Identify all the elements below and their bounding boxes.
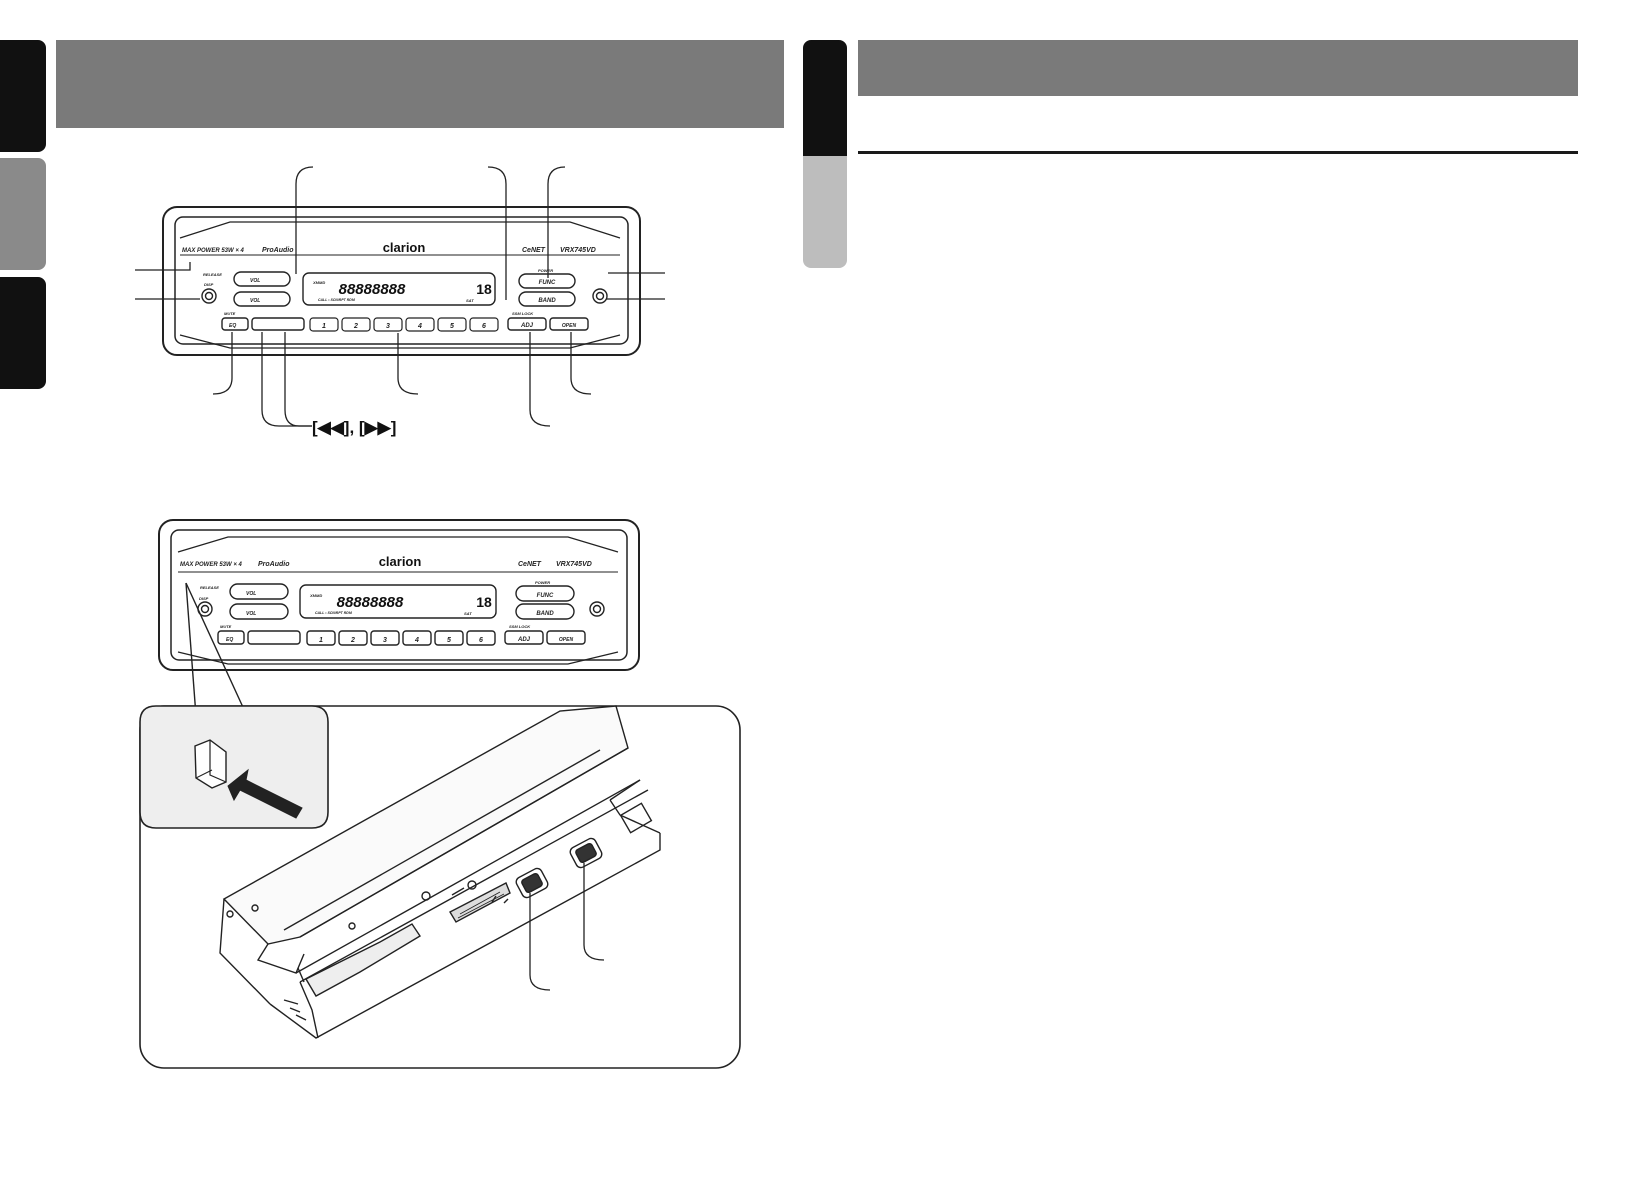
bottom-adj-text: ADJ [517, 637, 531, 643]
release-zoom-connector [185, 582, 248, 717]
top-power-text: POWER [538, 268, 553, 273]
push-arrow-icon [227, 768, 303, 819]
top-power-rating-text: MAX POWER 53W × 4 [182, 248, 245, 254]
top-model-text: VRX745VD [560, 247, 596, 254]
top-preset-6: 6 [482, 323, 486, 330]
top-adj-text: ADJ [520, 323, 534, 329]
bottom-display-sub: SAT [464, 611, 472, 616]
bottom-release-text: RELEASE [200, 585, 219, 590]
bottom-power-rating-text: MAX POWER 53W × 4 [180, 562, 243, 568]
top-preset-5: 5 [450, 323, 454, 330]
section-tab-1[interactable] [0, 40, 46, 152]
bottom-preset-5: 5 [447, 637, 451, 644]
top-series-text: ProAudio [262, 247, 294, 254]
bottom-open-text: OPEN [559, 637, 574, 643]
top-disp-text: DISP [204, 282, 214, 287]
top-vol-plus-text: VOL [250, 278, 260, 284]
faceplate-top-preset-buttons [309, 317, 499, 332]
top-preset-2: 2 [353, 323, 358, 330]
bottom-disp-text: DISP [199, 596, 209, 601]
top-preset-3: 3 [386, 323, 390, 330]
bottom-preset-6: 6 [479, 637, 483, 644]
top-eq-text: EQ [229, 323, 236, 329]
bottom-preset-4: 4 [414, 637, 419, 644]
bottom-power-text: POWER [535, 580, 550, 585]
bottom-display-ctrl: CALL • SCN/RPT RDM [315, 611, 352, 615]
bottom-preset-2: 2 [350, 637, 355, 644]
faceplate-top-body [162, 206, 641, 356]
bottom-func-text: FUNC [537, 593, 554, 599]
bottom-display-digits: 88888888 [337, 594, 404, 611]
faceplate-top-texts: clarion MAX POWER 53W × 4 ProAudio CeNET… [182, 240, 596, 330]
seek-buttons-callout: [◀◀], [▶▶] [312, 418, 397, 437]
faceplate-bottom-body [158, 519, 640, 671]
top-ssm-lock-text: SSM LOCK [512, 311, 534, 316]
top-open-text: OPEN [562, 323, 577, 329]
top-network-text: CeNET [522, 247, 546, 254]
bottom-eq-text: EQ [226, 637, 233, 643]
top-brand-text: clarion [383, 240, 426, 255]
top-display-small: 18 [476, 281, 492, 297]
top-display-ctrl: CALL • SCN/RPT RDM [318, 298, 355, 302]
right-header-bar [858, 40, 1578, 96]
bottom-band-text: BAND [536, 611, 554, 617]
right-section-tab-dark[interactable] [803, 40, 847, 156]
bottom-display-small: 18 [476, 594, 492, 610]
contact-callout-leaders [529, 863, 605, 991]
bottom-mute-text: MUTE [220, 624, 232, 629]
detachable-panel-underside [219, 705, 661, 1039]
top-display-sub: SAT [466, 298, 474, 303]
faceplate-top-left-buttons [201, 271, 305, 331]
top-band-text: BAND [538, 298, 556, 304]
top-preset-4: 4 [417, 323, 422, 330]
section-tab-2[interactable] [0, 158, 46, 270]
connector-contacts [515, 837, 603, 899]
bottom-network-text: CeNET [518, 561, 542, 568]
top-vol-minus-text: VOL [250, 298, 260, 304]
faceplate-bottom-buttons [197, 583, 605, 646]
faceplate-top-right-buttons [507, 273, 608, 331]
bottom-ssm-lock-text: SSM LOCK [509, 624, 531, 629]
bottom-preset-3: 3 [383, 637, 387, 644]
section-tab-3[interactable] [0, 277, 46, 389]
top-display-digits: 88888888 [339, 281, 406, 298]
bottom-model-text: VRX745VD [556, 561, 592, 568]
top-display-tag: XMMD [312, 280, 325, 285]
bottom-series-text: ProAudio [258, 561, 290, 568]
top-mute-text: MUTE [224, 311, 236, 316]
bottom-preset-1: 1 [319, 637, 323, 644]
right-header-rule [858, 151, 1578, 154]
right-section-tab-light[interactable] [803, 156, 847, 268]
callout-leaders-top [135, 166, 665, 427]
top-preset-1: 1 [322, 323, 326, 330]
faceplate-bottom-texts: clarion MAX POWER 53W × 4 ProAudio CeNET… [180, 554, 592, 644]
faceplate-top-display [302, 272, 496, 306]
bottom-display-tag: XMMD [309, 593, 322, 598]
bottom-brand-text: clarion [379, 554, 422, 569]
top-func-text: FUNC [539, 280, 556, 286]
bottom-vol-minus-text: VOL [246, 611, 256, 617]
top-release-text: RELEASE [203, 272, 222, 277]
left-header-bar [56, 40, 784, 128]
bottom-vol-plus-text: VOL [246, 591, 256, 597]
